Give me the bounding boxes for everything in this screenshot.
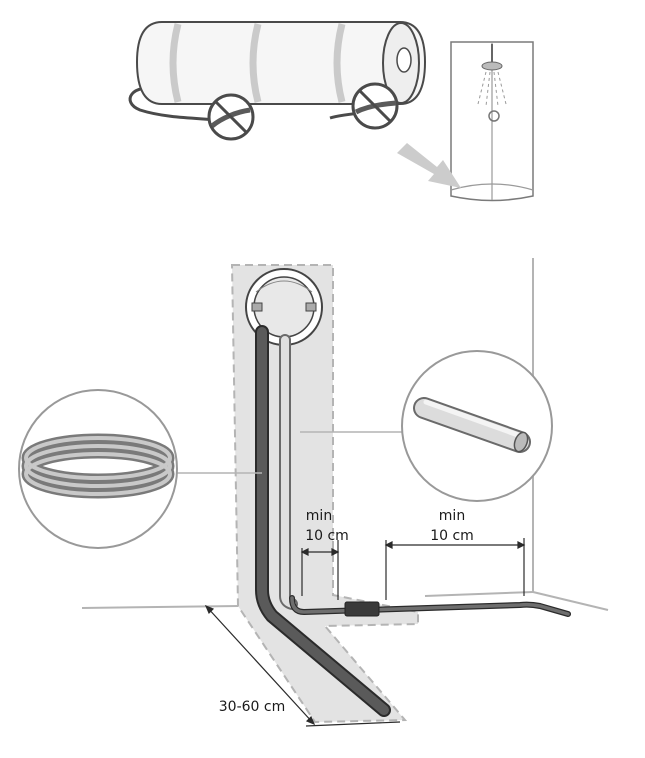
callout-sensor-tube bbox=[300, 350, 553, 502]
shower-cabin-icon bbox=[450, 41, 534, 202]
min-label-right: min bbox=[439, 508, 465, 524]
cable-roll-illustration bbox=[128, 21, 427, 141]
prohibited-wheel-left-icon bbox=[207, 93, 255, 141]
dimension-left bbox=[300, 540, 340, 600]
min-label-left: min bbox=[306, 508, 332, 524]
roll-cable-left-tail bbox=[128, 86, 219, 122]
roll-band-3 bbox=[333, 23, 346, 103]
distance-label-right: 10 cm bbox=[430, 528, 474, 544]
callout-coiled-conduit bbox=[18, 389, 262, 549]
cable-coupling bbox=[344, 601, 380, 617]
dimension-depth bbox=[204, 604, 401, 727]
distance-label-left: 10 cm bbox=[305, 528, 349, 544]
roll-band-2 bbox=[249, 23, 262, 103]
direction-arrow bbox=[397, 143, 461, 188]
prohibited-wheel-right-icon bbox=[351, 82, 399, 130]
coiled-conduit-icon bbox=[21, 433, 175, 499]
dimension-right bbox=[384, 538, 526, 600]
depth-label: 30-60 cm bbox=[219, 699, 285, 715]
roll-band-1 bbox=[169, 23, 182, 103]
roll-end-hole bbox=[396, 47, 412, 73]
sensor-tube-icon bbox=[413, 397, 531, 453]
cable-roll bbox=[135, 21, 427, 105]
